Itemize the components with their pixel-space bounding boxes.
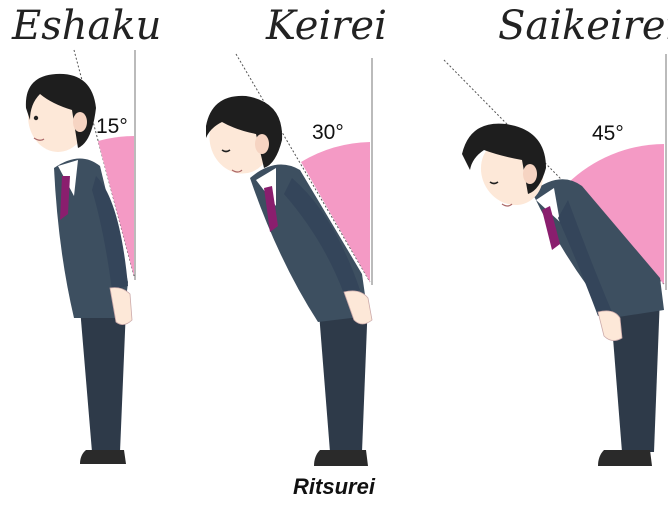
keirei-shoe <box>314 450 368 466</box>
eshaku-eye <box>33 115 39 121</box>
saikeirei-angle-label: 45° <box>592 122 624 145</box>
keirei-hand <box>343 290 373 325</box>
saikeirei-trousers <box>610 296 660 452</box>
saikeirei-angle-wedge <box>567 144 664 284</box>
keirei-ear <box>255 134 269 154</box>
saikeirei-figure <box>443 54 667 466</box>
eshaku-shoe <box>80 450 126 464</box>
eshaku-trousers <box>80 308 126 452</box>
saikeirei-shoe <box>598 450 652 466</box>
keirei-mouth <box>231 169 243 173</box>
keirei-angle-wedge <box>301 142 370 282</box>
eshaku-jacket <box>54 158 128 318</box>
eshaku-arm <box>92 176 128 290</box>
saikeirei-eye <box>489 181 499 185</box>
keirei-eye <box>221 149 231 153</box>
eshaku-title: Eshaku <box>12 3 162 49</box>
keirei-arm <box>284 178 360 294</box>
eshaku-figure <box>25 49 136 464</box>
saikeirei-mouth <box>501 203 513 207</box>
diagram-caption: Ritsurei <box>293 474 375 499</box>
saikeirei-title: Saikeirei <box>498 3 668 49</box>
eshaku-ear <box>73 112 87 132</box>
saikeirei-collar <box>536 188 560 222</box>
keirei-trousers <box>318 300 368 452</box>
eshaku-hand <box>109 287 133 325</box>
keirei-jacket <box>250 164 368 322</box>
saikeirei-tie <box>542 206 560 250</box>
keirei-angle-line <box>235 53 371 283</box>
keirei-title: Keirei <box>266 3 387 49</box>
saikeirei-arm <box>558 200 612 316</box>
eshaku-angle-wedge <box>98 136 134 276</box>
keirei-figure <box>206 53 373 466</box>
keirei-angle-label: 30° <box>312 121 344 144</box>
eshaku-tie <box>60 176 70 220</box>
saikeirei-ear <box>523 164 537 184</box>
eshaku-mouth <box>33 137 45 141</box>
eshaku-angle-label: 15° <box>96 115 128 138</box>
keirei-tie <box>264 186 278 232</box>
saikeirei-hand <box>597 310 623 341</box>
